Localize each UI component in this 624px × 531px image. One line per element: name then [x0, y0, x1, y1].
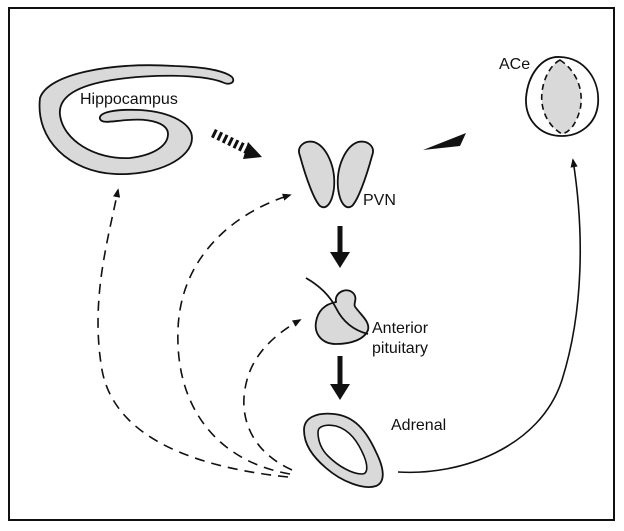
pituitary-to-adrenal-arrow [330, 356, 350, 400]
hippocampus-label: Hippocampus [80, 91, 178, 108]
ace-to-pvn-arrow [423, 133, 466, 150]
pvn-to-pituitary-arrow [330, 226, 350, 268]
adrenal-shape [303, 412, 384, 488]
hippocampus-to-pvn-arrow [211, 128, 262, 159]
anterior-pituitary-shape [305, 277, 370, 345]
diagram-frame [8, 7, 615, 521]
anterior-pituitary-label-2: pituitary [372, 340, 428, 357]
hippocampus-shape [38, 64, 235, 175]
anterior-pituitary-label-1: Anterior [372, 320, 429, 337]
pvn-shape [298, 140, 374, 209]
feedback-to-hippocampus-arrow [97, 188, 289, 478]
feedback-to-pvn-arrow [177, 193, 292, 475]
ace-shape [525, 56, 599, 137]
feedback-to-pituitary-arrow [243, 319, 302, 471]
adrenal-label: Adrenal [391, 417, 446, 434]
pvn-label: PVN [363, 192, 396, 209]
ace-label: ACe [499, 56, 530, 73]
adrenal-to-ace-arrow [397, 158, 582, 474]
